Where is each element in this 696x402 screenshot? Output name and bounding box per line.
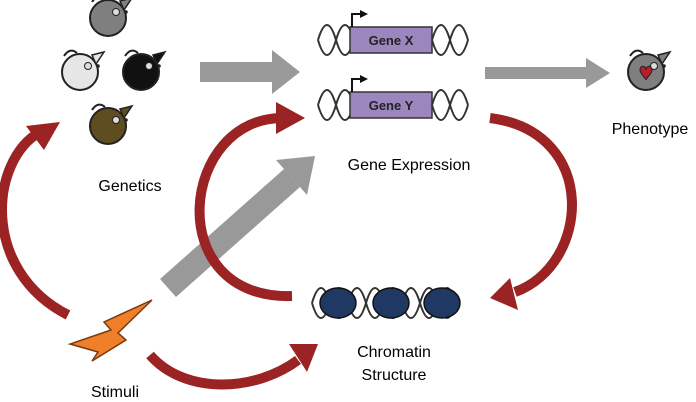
gene-x: Gene X	[317, 10, 469, 56]
chromatin-icon	[311, 287, 461, 319]
arrow-stimuli-to-expression	[160, 156, 315, 297]
gene-box-x	[349, 26, 433, 54]
arrow-stimuli-to-chromatin	[146, 344, 318, 390]
gene-y: Gene Y	[317, 75, 469, 121]
lightning-icon	[67, 299, 153, 362]
arrow-chromatin-to-expression-loop	[194, 102, 305, 302]
stimuli-label: Stimuli	[91, 384, 139, 401]
chromatin-label-line2: Structure	[362, 367, 427, 384]
arrow-genetics-to-expression	[200, 50, 300, 94]
promoter-arrow-icon	[351, 13, 362, 27]
arrow-expression-to-chromatin	[489, 113, 577, 310]
dna-icon	[431, 89, 469, 121]
mouse-icon-olive	[89, 103, 133, 145]
dna-icon	[431, 24, 469, 56]
gene-y-label: Gene Y	[369, 98, 414, 113]
gene-expression-label: Gene Expression	[348, 157, 471, 174]
dna-icon	[317, 24, 355, 56]
arrow-expression-to-phenotype	[485, 58, 610, 88]
genetics-label: Genetics	[98, 178, 161, 195]
mouse-icon-gray	[89, 0, 133, 38]
chromatin-label-line1: Chromatin	[357, 344, 431, 361]
dna-icon	[317, 89, 355, 121]
nucleosome-icon	[319, 287, 357, 319]
gene-x-label: Gene X	[369, 33, 414, 48]
heart-icon	[639, 65, 653, 81]
nucleosome-icon	[372, 287, 410, 319]
arrow-stimuli-to-genetics	[0, 122, 71, 320]
gene-box-y	[349, 91, 433, 119]
mouse-icon-light	[61, 49, 105, 91]
promoter-arrow-icon	[351, 78, 362, 92]
phenotype-mouse-icon	[627, 49, 671, 91]
phenotype-label: Phenotype	[612, 121, 689, 138]
mouse-icon-black	[122, 49, 166, 91]
nucleosome-icon	[423, 287, 461, 319]
